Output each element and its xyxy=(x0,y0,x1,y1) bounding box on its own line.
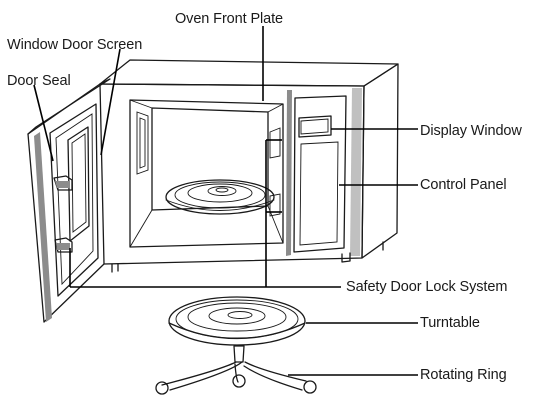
turntable-in-oven xyxy=(165,179,275,215)
rotating-ring-drawing xyxy=(155,345,317,395)
open-door xyxy=(27,78,111,323)
callout-lines xyxy=(33,26,418,376)
safety-door-lock-system-label: Safety Door Lock System xyxy=(346,279,508,295)
control-panel-label: Control Panel xyxy=(420,177,507,193)
turntable-drawing xyxy=(168,296,306,346)
door-seal-label: Door Seal xyxy=(7,73,71,89)
turntable-label: Turntable xyxy=(420,315,480,331)
microwave-cabinet xyxy=(99,59,399,265)
rotating-ring-label: Rotating Ring xyxy=(420,367,507,383)
microwave-feet xyxy=(111,241,384,273)
display-window-label: Display Window xyxy=(420,123,522,139)
oven-cavity xyxy=(129,99,284,248)
oven-front-plate-label: Oven Front Plate xyxy=(175,11,284,27)
control-panel-drawing xyxy=(293,95,347,253)
window-door-screen-label: Window Door Screen xyxy=(7,37,143,53)
